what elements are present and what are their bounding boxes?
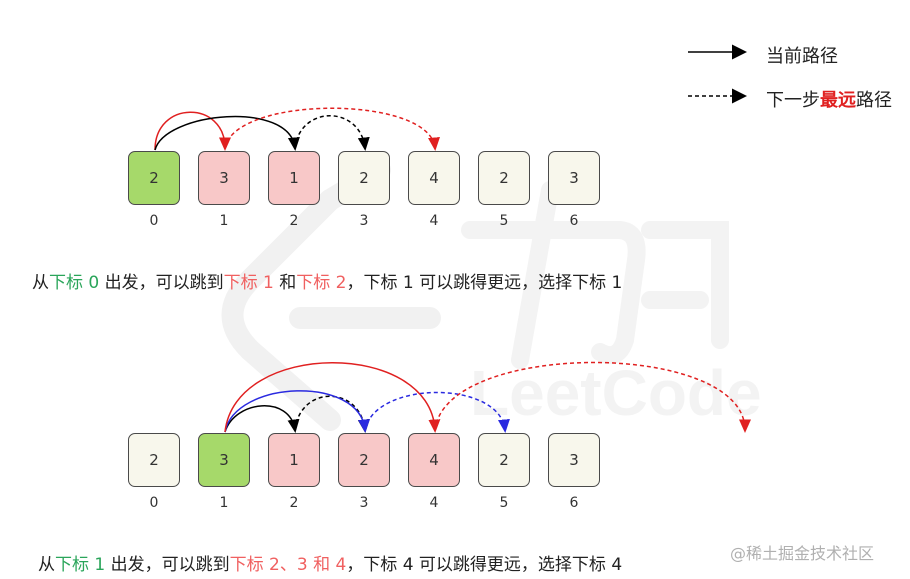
- solid-arrow-icon: [688, 44, 747, 60]
- row1-caption: 从下标 0 出发，可以跳到下标 1 和下标 2，下标 1 可以跳得更远，选择下标…: [32, 268, 622, 293]
- row2-index-3: 3: [359, 495, 369, 511]
- row1-cell-2: 1: [268, 151, 320, 205]
- row1-caption-target-b: 下标 2: [296, 273, 347, 293]
- arrow-r2-3-to-5: [364, 391, 510, 433]
- row1-cell-1: 3: [198, 151, 250, 205]
- row1-index-3: 3: [359, 213, 369, 229]
- row2-index-4: 4: [429, 495, 439, 511]
- arrow-r1-0-to-1: [154, 111, 231, 151]
- row2-caption-p5: ，下标 4 可以跳得更远，选择下标 4: [346, 555, 623, 575]
- row1-caption-target-a: 下标 1: [223, 273, 274, 293]
- row2-cell-6: 3: [548, 433, 600, 487]
- arrow-r1-1-to-4: [224, 107, 440, 151]
- row2-index-6: 6: [569, 495, 579, 511]
- row2-cell-5: 2: [478, 433, 530, 487]
- row1-caption-start: 下标 0: [49, 273, 100, 293]
- row2-caption-p3: 出发，可以跳到: [105, 555, 230, 575]
- row1-caption-p5: 和: [273, 273, 297, 293]
- legend-next-label: 下一步最远路径: [766, 86, 892, 112]
- row2-cell-4: 4: [408, 433, 460, 487]
- row2-caption-targets: 下标 2、3 和 4: [229, 555, 347, 575]
- arrow-r2-4-to-8: [434, 361, 751, 433]
- row2-cell-1: 3: [198, 433, 250, 487]
- row2-cell-3: 2: [338, 433, 390, 487]
- row1-cell-0: 2: [128, 151, 180, 205]
- row1-index-6: 6: [569, 213, 579, 229]
- row1-cell-5: 2: [478, 151, 530, 205]
- arrow-r2-1-to-2: [224, 405, 300, 433]
- source-watermark: @稀土掘金技术社区: [730, 544, 875, 563]
- row1-caption-p3: 出发，可以跳到: [99, 273, 224, 293]
- row1-index-0: 0: [149, 213, 159, 229]
- arrow-r2-1-to-4: [224, 362, 441, 433]
- row2-index-0: 0: [149, 495, 159, 511]
- row2-caption-p1: 从: [38, 555, 55, 575]
- row1-index-5: 5: [499, 213, 509, 229]
- arrow-r2-1-to-3: [224, 390, 370, 433]
- watermark-text: LeetCode: [470, 357, 762, 429]
- legend-next-before: 下一步: [766, 90, 820, 111]
- row2-index-5: 5: [499, 495, 509, 511]
- row1-cell-3: 2: [338, 151, 390, 205]
- row2-cell-0: 2: [128, 433, 180, 487]
- row1-index-4: 4: [429, 213, 439, 229]
- row2-cell-2: 1: [268, 433, 320, 487]
- arrow-r1-0-to-2: [154, 115, 300, 151]
- legend-next-highlight: 最远: [820, 90, 856, 111]
- legend-current-label: 当前路径: [766, 46, 838, 67]
- row1-caption-p7: ，下标 1 可以跳得更远，选择下标 1: [346, 273, 623, 293]
- dashed-arrow-icon: [688, 88, 747, 104]
- arrow-r2-2-to-3: [294, 395, 370, 433]
- row2-caption-start: 下标 1: [55, 555, 106, 575]
- row1-index-2: 2: [289, 213, 299, 229]
- row1-caption-p1: 从: [32, 273, 49, 293]
- row2-caption: 从下标 1 出发，可以跳到下标 2、3 和 4，下标 4 可以跳得更远，选择下标…: [38, 550, 622, 575]
- row1-cell-6: 3: [548, 151, 600, 205]
- legend-next-after: 路径: [856, 90, 892, 111]
- row1-cell-4: 4: [408, 151, 460, 205]
- row1-index-1: 1: [219, 213, 229, 229]
- row2-index-1: 1: [219, 495, 229, 511]
- row2-index-2: 2: [289, 495, 299, 511]
- arrow-r1-2-to-3: [294, 115, 370, 151]
